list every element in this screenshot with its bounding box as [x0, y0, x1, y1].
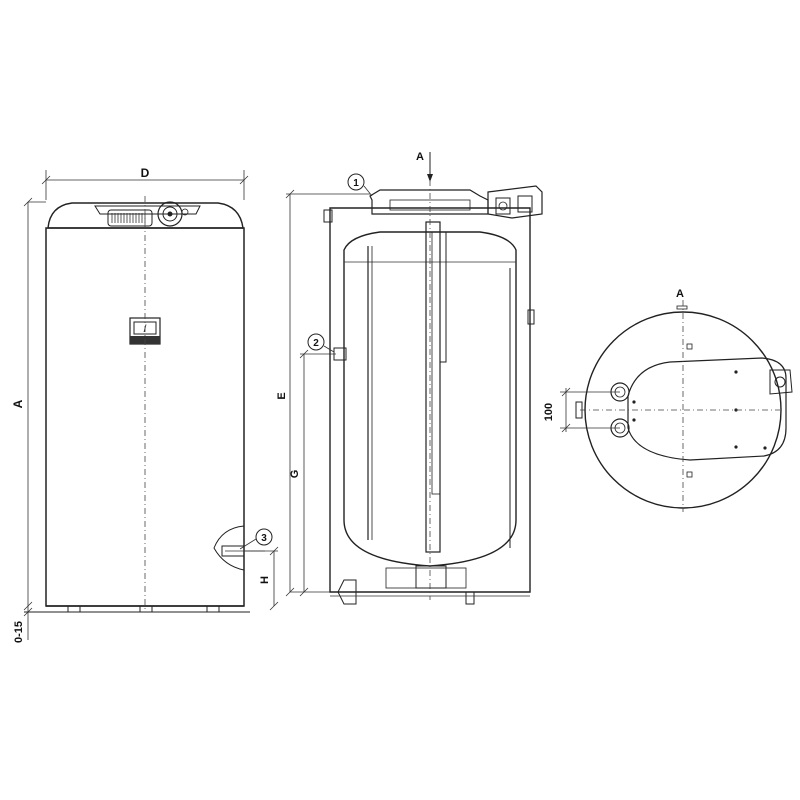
- svg-text:1: 1: [353, 178, 359, 189]
- top-view: A 100: [543, 288, 793, 512]
- dim-g-label: G: [289, 470, 301, 479]
- dim-zero15-label: 0-15: [13, 621, 25, 643]
- dimension-d: D: [41, 166, 249, 200]
- svg-text:3: 3: [261, 533, 267, 544]
- dimension-e: E: [276, 189, 370, 597]
- dim-h-label: H: [259, 576, 271, 584]
- dim-100-label: 100: [543, 403, 555, 421]
- control-head: [487, 185, 543, 219]
- svg-text:2: 2: [313, 338, 319, 349]
- top-view-label: A: [676, 288, 684, 300]
- callout-2: 2: [307, 333, 335, 353]
- cabinet-top: [47, 202, 244, 229]
- dimension-0-15: 0-15: [13, 606, 33, 643]
- dim-e-label: E: [276, 392, 288, 399]
- section-arrow-a: A: [416, 151, 433, 182]
- callout-1: 1: [347, 173, 373, 197]
- dimension-h: H: [244, 546, 279, 611]
- arrow-a-label: A: [416, 151, 424, 163]
- inner-tank: [343, 231, 517, 567]
- section-view: A: [276, 151, 543, 605]
- feet: [24, 605, 250, 613]
- top-control-outline: [627, 357, 787, 461]
- dimension-g: G: [289, 349, 336, 597]
- insulation: [329, 207, 531, 593]
- thermostat-knob-icon: [157, 201, 183, 227]
- heating-element: [425, 221, 441, 553]
- dim-a-label: A: [11, 399, 25, 408]
- dimension-a: A: [11, 197, 46, 611]
- dim-d-label: D: [141, 166, 150, 180]
- dimension-100: 100: [543, 387, 620, 433]
- top-control-cluster: [94, 201, 201, 227]
- front-view: D /: [11, 166, 279, 643]
- callout-3: 3: [239, 528, 273, 550]
